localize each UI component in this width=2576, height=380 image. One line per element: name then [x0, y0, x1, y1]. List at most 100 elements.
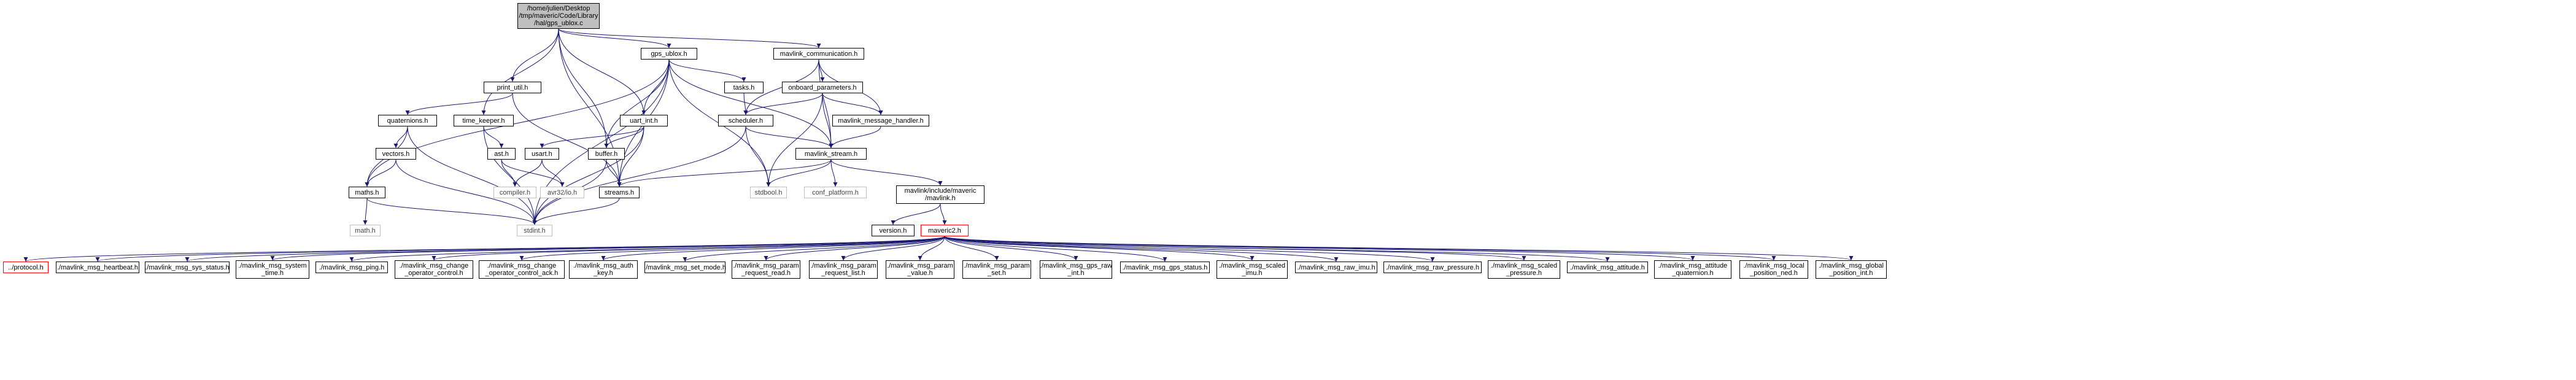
node-version[interactable]: version.h	[872, 225, 915, 236]
node-usart[interactable]: usart.h	[525, 148, 559, 160]
node-gps-status[interactable]: ./mavlink_msg_gps_status.h	[1120, 262, 1210, 273]
edge-gps_ublox-to-uart_int	[641, 59, 670, 115]
edge-onboard_parameters-to-stdbool	[766, 93, 823, 187]
node-protocol[interactable]: ../protocol.h	[3, 262, 48, 273]
node-param-request-list[interactable]: ./mavlink_msg_param _request_list.h	[809, 260, 878, 279]
node-auth-key[interactable]: ./mavlink_msg_auth _key.h	[569, 260, 638, 279]
node-set-mode[interactable]: ./mavlink_msg_set_mode.h	[644, 262, 726, 273]
edge-maveric-to-sys_status	[185, 236, 945, 262]
edge-ast-to-compiler	[501, 159, 517, 187]
node-attitude[interactable]: ./mavlink_msg_attitude.h	[1567, 262, 1648, 273]
edge-mavlink_communication-to-onboard_parameters	[818, 59, 825, 82]
node-system-time[interactable]: ./mavlink_msg_system _time.h	[236, 260, 309, 279]
edge-maveric-to-raw_pressure	[944, 236, 1435, 262]
edge-maveric-to-param_request_list	[841, 236, 945, 261]
edge-maveric-to-param_value	[918, 236, 945, 261]
node-ast[interactable]: ast.h	[487, 148, 516, 160]
edge-mavlink_stream-to-mavlink_include	[830, 159, 943, 186]
edge-maveric-to-raw_imu	[944, 236, 1339, 262]
node-gps-ublox[interactable]: gps_ublox.h	[641, 48, 697, 60]
node-change-operator-control[interactable]: ./mavlink_msg_change _operator_control.h	[395, 260, 473, 279]
edge-maveric-to-gps_status	[944, 236, 1167, 262]
node-change-operator-control-ack[interactable]: ./mavlink_msg_change _operator_control_a…	[479, 260, 565, 279]
node-scheduler[interactable]: scheduler.h	[718, 115, 773, 126]
node-scaled-imu[interactable]: ./mavlink_msg_scaled _imu.h	[1216, 260, 1288, 279]
node-streams[interactable]: streams.h	[599, 187, 640, 198]
node-print-util[interactable]: print_util.h	[484, 82, 541, 93]
node-mavlink-stream[interactable]: mavlink_stream.h	[795, 148, 867, 160]
node-vectors[interactable]: vectors.h	[376, 148, 416, 160]
edge-maveric-to-param_request_read	[764, 236, 945, 261]
node-raw-pressure[interactable]: ./mavlink_msg_raw_pressure.h	[1383, 262, 1482, 273]
edge-streams-to-stdint	[532, 198, 620, 225]
node-param-set[interactable]: ./mavlink_msg_param _set.h	[962, 260, 1031, 279]
node-buffer[interactable]: buffer.h	[588, 148, 625, 160]
edge-quaternions-to-vectors	[393, 126, 408, 149]
edge-maths-to-stdint	[366, 198, 537, 225]
edge-maveric-to-local_position_ned	[944, 236, 1776, 261]
node-tasks[interactable]: tasks.h	[724, 82, 764, 93]
edge-gps_ublox-to-tasks	[668, 59, 746, 82]
edge-maveric-to-ping	[349, 236, 945, 262]
edge-maveric-to-global_position_int	[944, 236, 1853, 261]
edge-maveric-to-scaled_pressure	[944, 236, 1526, 261]
edge-print_util-to-streams	[512, 93, 622, 187]
edge-mavlink_include-to-version	[891, 203, 941, 225]
edge-mavlink_stream-to-conf_platform	[830, 159, 838, 187]
node-maths[interactable]: maths.h	[349, 187, 385, 198]
node-stdbool: stdbool.h	[750, 187, 787, 198]
edge-time_keeper-to-stdint	[483, 126, 537, 225]
node-maveric2[interactable]: maveric2.h	[921, 225, 969, 236]
node-global-position-int[interactable]: ./mavlink_msg_global _position_int.h	[1816, 260, 1887, 279]
edge-onboard_parameters-to-scheduler	[743, 93, 823, 115]
node-param-request-read[interactable]: ./mavlink_msg_param _request_read.h	[732, 260, 800, 279]
node-stdint: stdint.h	[517, 225, 552, 236]
edge-onboard_parameters-to-mavlink_stream	[822, 93, 834, 149]
edge-ast-to-avr32io	[501, 159, 565, 187]
node-uart-int[interactable]: uart_int.h	[620, 115, 668, 126]
node-raw-imu[interactable]: ./mavlink_msg_raw_imu.h	[1295, 262, 1377, 273]
node-mavlink-communication[interactable]: mavlink_communication.h	[773, 48, 864, 60]
edge-gps_ublox-to-stdint	[532, 59, 670, 225]
node-mavlink-message-handler[interactable]: mavlink_message_handler.h	[832, 115, 929, 126]
node-onboard-parameters[interactable]: onboard_parameters.h	[782, 82, 863, 93]
edge-mavlink_stream-to-stdbool	[766, 159, 832, 187]
node-time-keeper[interactable]: time_keeper.h	[454, 115, 514, 126]
edge-root-to-time_keeper	[481, 28, 559, 115]
edge-gps_ublox-to-buffer	[604, 59, 670, 149]
node-avr32-io: avr32/io.h	[540, 187, 584, 198]
node-math: math.h	[350, 225, 381, 236]
edge-root-to-uart_int	[558, 28, 646, 115]
edge-maveric-to-heartbeat	[95, 236, 945, 262]
edge-scheduler-to-stdint	[532, 126, 746, 225]
edge-vectors-to-maths	[365, 159, 396, 187]
edge-maveric-to-change_operator_control	[431, 236, 945, 261]
edge-maveric-to-attitude_quaternion	[944, 236, 1695, 261]
edge-root-to-mavlink_communication	[558, 28, 821, 48]
node-scaled-pressure[interactable]: ./mavlink_msg_scaled _pressure.h	[1488, 260, 1560, 279]
edge-maveric-to-auth_key	[601, 236, 945, 261]
node-param-value[interactable]: ./mavlink_msg_param _value.h	[886, 260, 954, 279]
node-gps-raw-int[interactable]: ./mavlink_msg_gps_raw _int.h	[1040, 260, 1112, 279]
node-root: /home/julien/Desktop /tmp/maveric/Code/L…	[517, 3, 600, 29]
node-ping[interactable]: ./mavlink_msg_ping.h	[315, 262, 388, 273]
edge-quaternions-to-stdint	[407, 126, 537, 225]
node-heartbeat[interactable]: ./mavlink_msg_heartbeat.h	[56, 262, 139, 273]
edge-maveric-to-attitude	[944, 236, 1610, 262]
edge-maveric-to-param_set	[944, 236, 999, 261]
edge-uart_int-to-usart	[540, 126, 644, 149]
edge-scheduler-to-mavlink_stream	[745, 126, 834, 149]
edge-gps_ublox-to-mavlink_stream	[668, 59, 834, 149]
node-quaternions[interactable]: quaternions.h	[378, 115, 437, 126]
edge-mavlink_stream-to-streams	[617, 159, 832, 187]
edge-tasks-to-scheduler	[743, 93, 748, 115]
node-sys-status[interactable]: ./mavlink_msg_sys_status.h	[145, 262, 230, 273]
node-local-position-ned[interactable]: ./mavlink_msg_local _position_ned.h	[1739, 260, 1808, 279]
edge-maveric-to-gps_raw_int	[944, 236, 1078, 261]
node-mavlink-include[interactable]: mavlink/include/maveric /mavlink.h	[896, 185, 984, 204]
edge-mavlink_communication-to-mavlink_stream	[818, 59, 834, 149]
edge-mavlink_message_handler-to-mavlink_stream	[829, 126, 881, 149]
node-attitude-quaternion[interactable]: ./mavlink_msg_attitude _quaternion.h	[1654, 260, 1731, 279]
edge-maveric-to-scaled_imu	[944, 236, 1255, 261]
